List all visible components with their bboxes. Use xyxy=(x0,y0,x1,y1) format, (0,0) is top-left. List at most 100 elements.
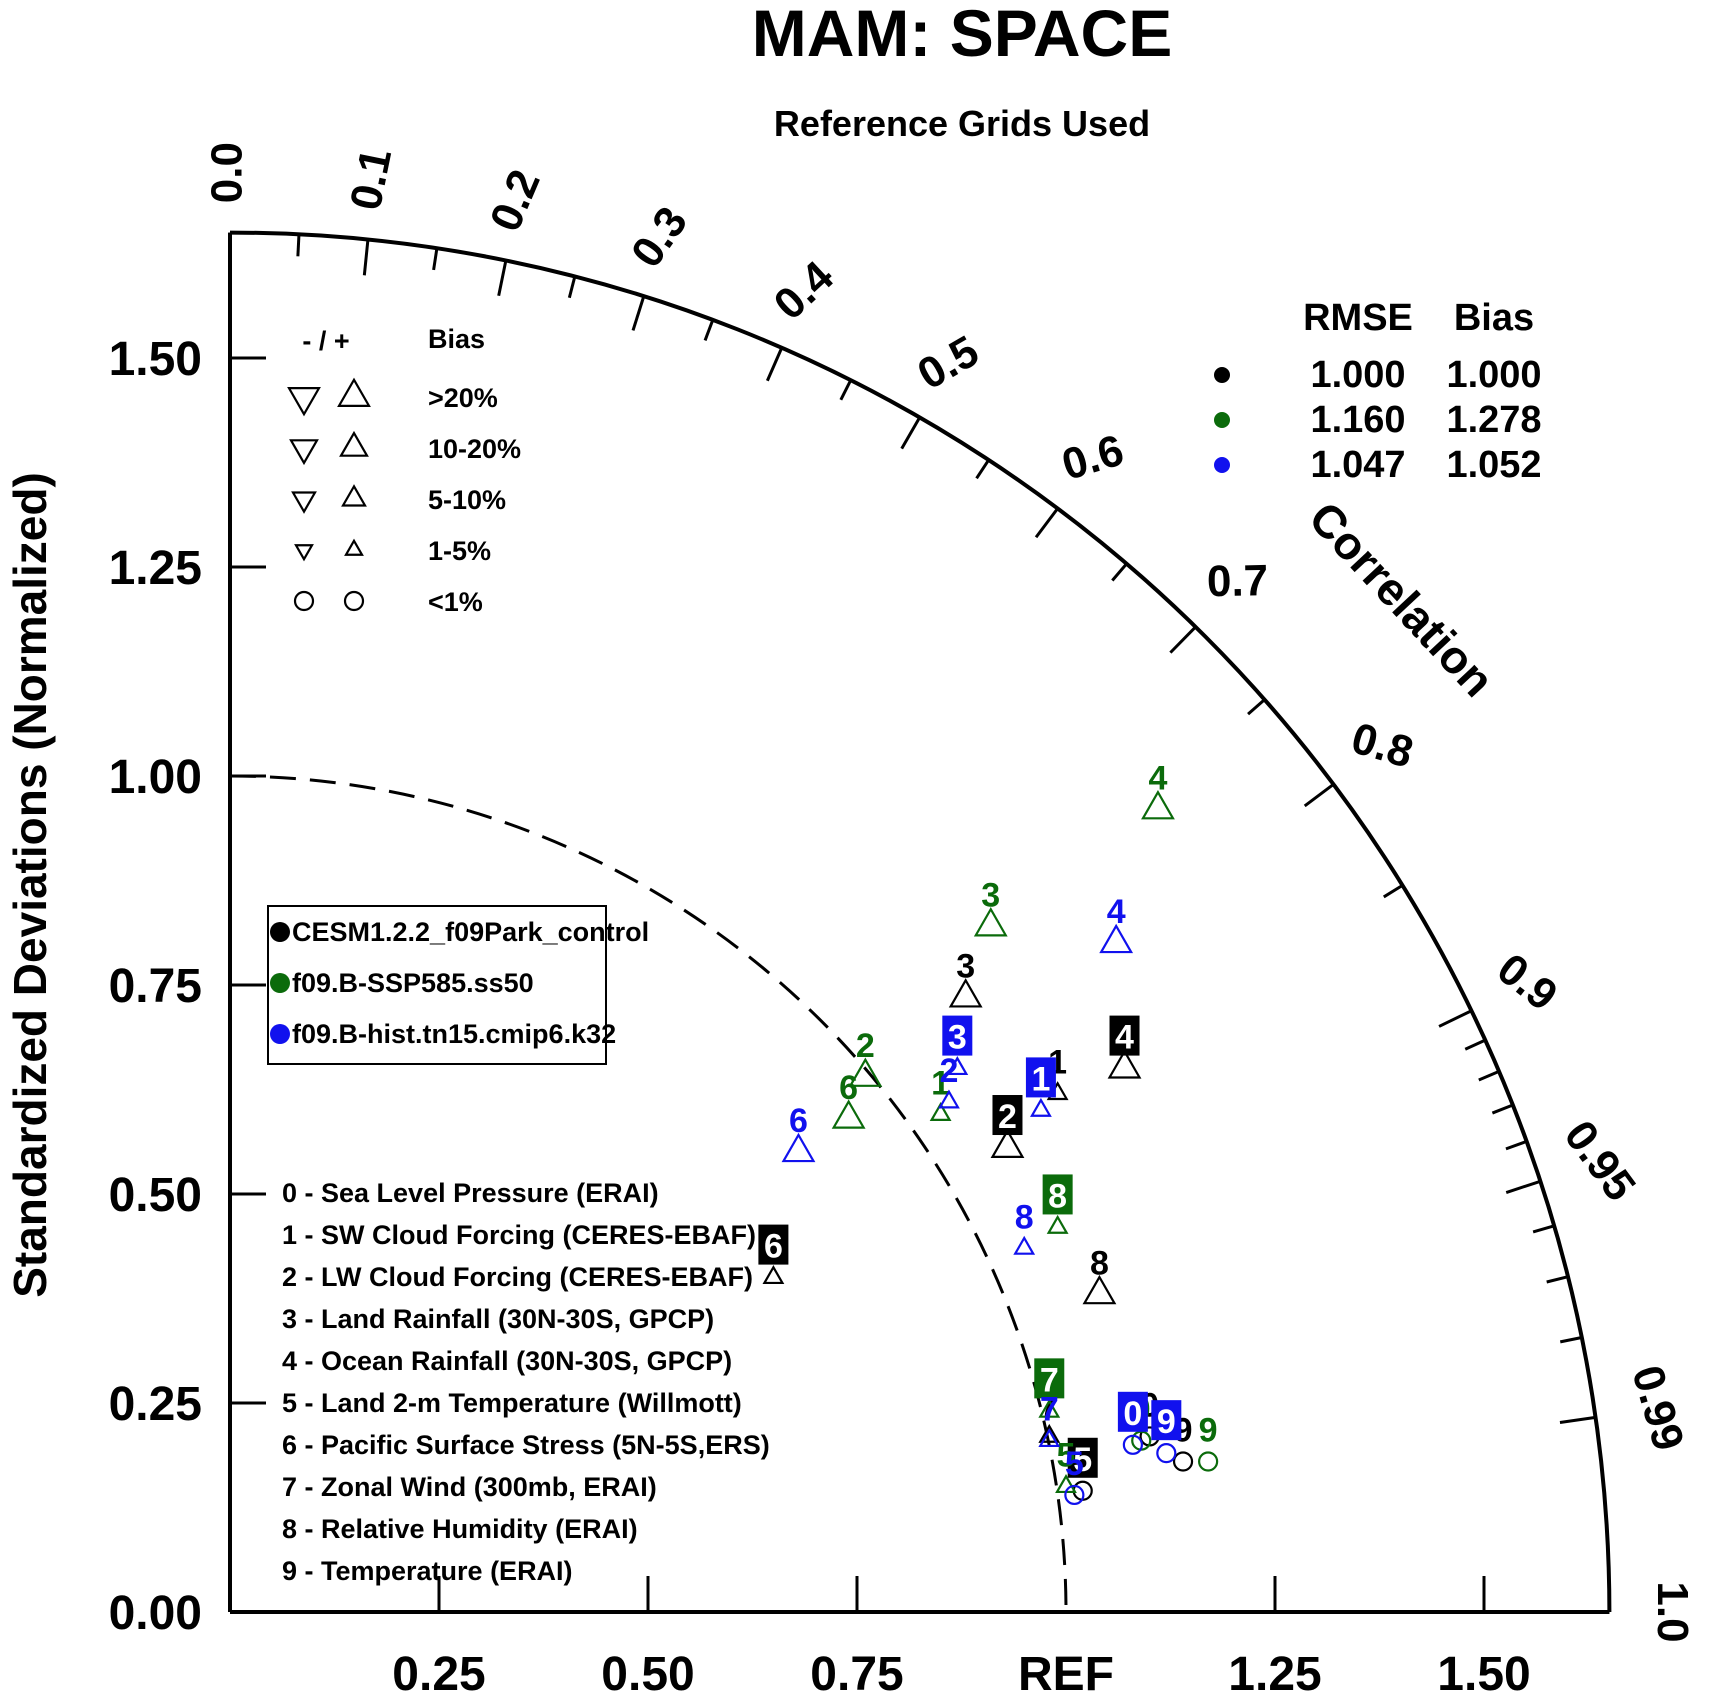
point-marker-triangle xyxy=(938,1089,960,1109)
corr-major-tick xyxy=(1034,507,1059,539)
bias-legend-row: 5-10% xyxy=(428,485,506,515)
x-tick-label: 0.50 xyxy=(601,1648,694,1696)
corr-major-tick xyxy=(1438,1009,1473,1028)
corr-major-tick xyxy=(1505,1179,1541,1194)
point-label-box xyxy=(942,1015,973,1056)
corr-tick-label: 0.8 xyxy=(1346,714,1418,778)
stats-col-rmse: RMSE xyxy=(1303,297,1413,339)
bias-legend-header: Bias xyxy=(428,324,485,354)
corr-major-tick xyxy=(497,260,508,297)
point-marker-triangle xyxy=(948,978,983,1008)
series-legend-label: f09.B-hist.tn15.cmip6.k32 xyxy=(292,1019,616,1049)
point-label-box xyxy=(1042,1174,1073,1215)
bias-legend-triangle-down xyxy=(287,387,321,417)
point-label: 5 xyxy=(1073,1441,1092,1479)
corr-major-tick xyxy=(631,295,646,331)
bias-legend-triangle-up xyxy=(337,377,371,407)
point-marker-triangle xyxy=(848,1057,883,1087)
stats-row-dot xyxy=(1214,412,1230,428)
variable-legend-item: 2 - LW Cloud Forcing (CERES-EBAF) xyxy=(282,1262,753,1292)
x-tick-label: 1.50 xyxy=(1437,1648,1530,1696)
point-label: 7 xyxy=(1040,1391,1059,1429)
point-marker-circle xyxy=(1156,1443,1177,1464)
point-marker-circle xyxy=(1122,1434,1143,1455)
bias-legend-circle xyxy=(343,590,365,612)
stats-row-dot xyxy=(1214,457,1230,473)
point-marker-triangle xyxy=(1141,790,1175,820)
corr-tick-label: 0.6 xyxy=(1057,426,1129,490)
point-label: 8 xyxy=(1048,1177,1067,1215)
variable-legend-item: 9 - Temperature (ERAI) xyxy=(282,1556,573,1586)
point-marker-triangle xyxy=(781,1132,816,1163)
stats-row-bias: 1.278 xyxy=(1446,399,1541,441)
series-legend-dot xyxy=(270,1024,290,1044)
point-label: 1 xyxy=(1031,1060,1050,1098)
point-label: 3 xyxy=(948,1019,967,1057)
corr-minor-tick xyxy=(703,319,715,341)
point-label: 2 xyxy=(998,1098,1017,1136)
series-legend-dot xyxy=(270,973,290,993)
corr-tick-label: 0.4 xyxy=(765,252,844,330)
point-label: 0 xyxy=(1123,1395,1142,1433)
series-legend-dot xyxy=(270,922,290,942)
stats-row-dot xyxy=(1214,367,1230,383)
corr-tick-label: 0.3 xyxy=(622,198,697,276)
corr-minor-tick xyxy=(567,276,577,299)
x-tick-label: 0.25 xyxy=(392,1648,485,1696)
corr-minor-tick xyxy=(296,234,301,257)
point-marker-triangle xyxy=(1107,1049,1142,1079)
point-label-box xyxy=(1034,1358,1065,1399)
stats-row-bias: 1.000 xyxy=(1446,354,1541,396)
y-tick-label: 1.50 xyxy=(109,333,202,386)
point-marker-triangle xyxy=(762,1265,785,1285)
variable-legend-item: 3 - Land Rainfall (30N-30S, GPCP) xyxy=(282,1304,714,1334)
variable-legend-item: 8 - Relative Humidity (ERAI) xyxy=(282,1514,638,1544)
point-marker-circle xyxy=(1198,1451,1219,1472)
variable-legend-item: 7 - Zonal Wind (300mb, ERAI) xyxy=(282,1472,657,1502)
stats-row-bias: 1.052 xyxy=(1446,444,1541,486)
corr-tick-label: 0.0 xyxy=(203,142,252,203)
point-marker-triangle xyxy=(1099,923,1134,954)
bias-legend-triangle-down xyxy=(289,439,319,466)
corr-tick-label: 0.7 xyxy=(1206,556,1268,606)
point-marker-triangle xyxy=(973,907,1008,937)
point-marker-triangle xyxy=(946,1056,969,1076)
corr-minor-tick xyxy=(1247,698,1266,716)
corr-minor-tick xyxy=(1464,1038,1486,1051)
y-tick-label: 0.25 xyxy=(109,1378,202,1431)
point-marker-circle xyxy=(1064,1484,1085,1506)
point-label: 7 xyxy=(1040,1361,1059,1399)
point-marker-triangle xyxy=(1013,1235,1036,1255)
corr-tick-label: 0.5 xyxy=(910,326,987,399)
chart-title: MAM: SPACE xyxy=(752,0,1172,70)
point-marker-triangle xyxy=(929,1102,952,1121)
corr-tick-label: 0.1 xyxy=(341,144,401,214)
bias-legend-row: >20% xyxy=(428,383,498,413)
corr-minor-tick xyxy=(1546,1275,1569,1284)
point-label: 6 xyxy=(839,1069,858,1107)
stats-col-bias: Bias xyxy=(1454,297,1534,339)
bias-legend-row: 10-20% xyxy=(428,434,521,464)
corr-minor-tick xyxy=(1559,1336,1583,1344)
point-label: 8 xyxy=(1090,1244,1109,1282)
corr-major-tick xyxy=(1303,783,1335,808)
bias-legend-circle xyxy=(293,590,315,612)
y-axis-label: Standardized Deviations (Normalized) xyxy=(4,472,56,1298)
corr-minor-tick xyxy=(1382,884,1404,899)
point-marker-triangle xyxy=(831,1099,866,1129)
bias-legend-triangle-down xyxy=(291,491,317,514)
corr-tick-label: 0.2 xyxy=(481,163,550,238)
point-label-box xyxy=(1151,1400,1182,1441)
corr-major-tick xyxy=(1169,625,1197,654)
variable-legend-item: 5 - Land 2-m Temperature (Willmott) xyxy=(282,1388,742,1418)
point-label: 3 xyxy=(981,876,1000,914)
variable-legend-item: 1 - SW Cloud Forcing (CERES-EBAF) xyxy=(282,1220,756,1250)
corr-minor-tick xyxy=(975,459,990,480)
reference-arc xyxy=(229,774,1068,1613)
point-label: 4 xyxy=(1107,893,1126,931)
corr-minor-tick xyxy=(1478,1070,1500,1082)
corr-minor-tick xyxy=(1505,1139,1528,1151)
chart-subtitle: Reference Grids Used xyxy=(774,103,1150,144)
point-label: 3 xyxy=(956,948,975,986)
